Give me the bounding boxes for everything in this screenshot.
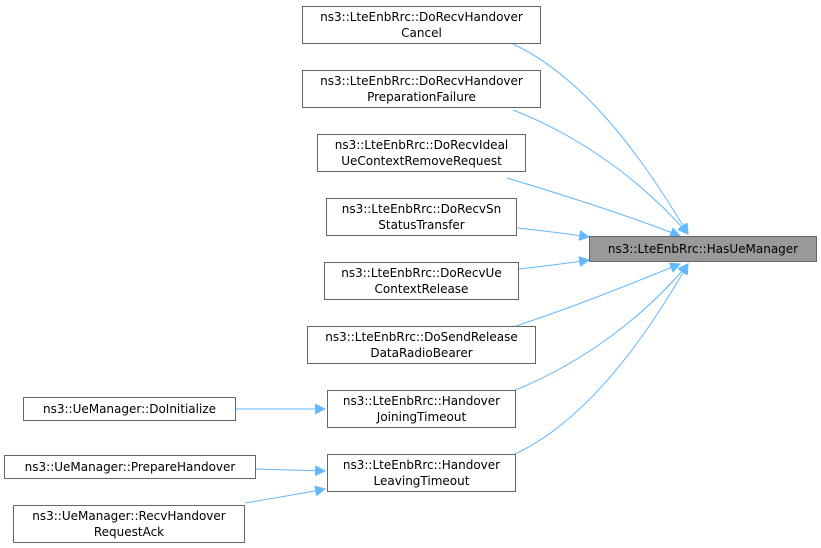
node-label-line2: UeContextRemoveRequest — [341, 154, 502, 168]
node-label-line1: ns3::LteEnbRrc::DoRecvSn — [341, 202, 502, 216]
node-do-recv-ue-context-release[interactable]: ns3::LteEnbRrc::DoRecvUe ContextRelease — [324, 262, 519, 300]
edge-preparationfailure — [512, 109, 689, 235]
node-label-line2: PreparationFailure — [367, 90, 476, 104]
node-label-line2: ContextRelease — [374, 282, 469, 296]
node-label-line2: LeavingTimeout — [373, 474, 470, 488]
node-has-ue-manager[interactable]: ns3::LteEnbRrc::HasUeManager — [589, 236, 817, 262]
edge-dataradiobearer — [512, 262, 682, 328]
node-label-line1: ns3::LteEnbRrc::DoSendRelease — [325, 330, 518, 344]
node-label-line2: Cancel — [401, 26, 442, 40]
node-label-line2: JoiningTimeout — [376, 410, 467, 424]
node-label: ns3::LteEnbRrc::HasUeManager — [607, 242, 799, 256]
node-label-line1: ns3::LteEnbRrc::Handover — [342, 458, 501, 472]
node-label: ns3::UeManager::PrepareHandover — [24, 460, 236, 474]
edge-statustransfer — [516, 227, 591, 241]
edge-preparehandover — [255, 465, 327, 477]
node-do-recv-handover-cancel[interactable]: ns3::LteEnbRrc::DoRecvHandover Cancel — [302, 6, 541, 44]
node-label: ns3::UeManager::DoInitialize — [42, 402, 217, 416]
node-label-line1: ns3::LteEnbRrc::DoRecvHandover — [320, 74, 523, 88]
node-label-line2: DataRadioBearer — [370, 346, 473, 360]
node-ue-manager-prepare-handover[interactable]: ns3::UeManager::PrepareHandover — [4, 455, 256, 479]
node-label-line1: ns3::LteEnbRrc::DoRecvHandover — [320, 10, 523, 24]
edge-cancel — [512, 43, 689, 235]
edge-uecontextremove — [506, 177, 682, 238]
node-do-recv-handover-preparation-failure[interactable]: ns3::LteEnbRrc::DoRecvHandover Preparati… — [302, 70, 541, 108]
node-do-recv-sn-status-transfer[interactable]: ns3::LteEnbRrc::DoRecvSn StatusTransfer — [326, 198, 517, 236]
edge-leavingtimeout — [512, 263, 689, 456]
node-label-line1: ns3::LteEnbRrc::DoRecvUe — [341, 266, 502, 280]
node-handover-leaving-timeout[interactable]: ns3::LteEnbRrc::Handover LeavingTimeout — [327, 454, 516, 492]
node-label-line2: RequestAck — [93, 525, 165, 539]
node-do-recv-ideal-ue-context-remove-request[interactable]: ns3::LteEnbRrc::DoRecvIdeal UeContextRem… — [317, 134, 526, 172]
edge-contextrelease — [518, 256, 591, 270]
node-label-line1: ns3::UeManager::RecvHandover — [32, 509, 226, 523]
node-do-send-release-data-radio-bearer[interactable]: ns3::LteEnbRrc::DoSendRelease DataRadioB… — [307, 326, 536, 364]
node-label-line1: ns3::LteEnbRrc::Handover — [342, 394, 501, 408]
node-label-line1: ns3::LteEnbRrc::DoRecvIdeal — [334, 138, 509, 152]
node-ue-manager-do-initialize[interactable]: ns3::UeManager::DoInitialize — [23, 397, 236, 421]
node-ue-manager-recv-handover-request-ack[interactable]: ns3::UeManager::RecvHandover RequestAck — [13, 505, 245, 543]
node-handover-joining-timeout[interactable]: ns3::LteEnbRrc::Handover JoiningTimeout — [327, 390, 516, 428]
edge-recvhandoverrequestack — [244, 485, 327, 504]
node-label-line2: StatusTransfer — [378, 218, 465, 232]
edge-joiningtimeout — [512, 263, 689, 392]
